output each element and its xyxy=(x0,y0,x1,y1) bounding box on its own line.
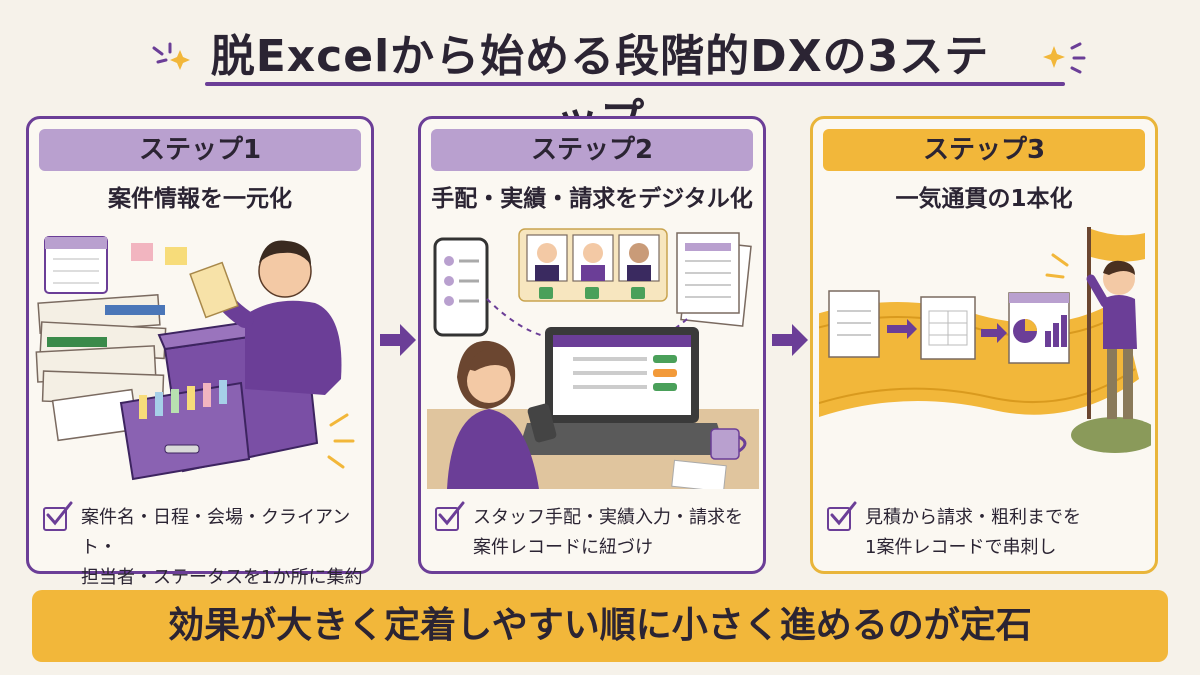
summary-banner: 効果が大きく定着しやすい順に小さく進めるのが定石 xyxy=(32,590,1168,662)
integrated-flow-illustration xyxy=(819,227,1151,453)
step-label: ステップ2 xyxy=(431,129,753,171)
step-checkpoint: 案件名・日程・会場・クライアント・ 担当者・ステータスを1か所に集約 xyxy=(81,507,363,588)
step-label: ステップ3 xyxy=(823,129,1145,171)
step-heading: 案件情報を一元化 xyxy=(108,186,292,212)
step-heading: 一気通貫の1本化 xyxy=(895,186,1073,212)
title-area: 脱Excelから始める段階的DXの3ステップ xyxy=(0,14,1200,146)
sparkle-icon xyxy=(1043,42,1086,74)
checkbox-icon xyxy=(435,501,465,531)
step-label: ステップ1 xyxy=(39,129,361,171)
digital-workflow-illustration xyxy=(427,228,759,489)
filing-cabinet-illustration xyxy=(35,236,355,481)
arrow-right-icon xyxy=(380,324,416,356)
step-checkpoint: 見積から請求・粗利までを 1案件レコードで串刺し xyxy=(865,507,1081,558)
step-card-1: ステップ1 案件情報を一元化 案 xyxy=(26,116,374,588)
title-underline xyxy=(205,82,1065,86)
step-checkpoint: スタッフ手配・実績入力・請求を 案件レコードに紐づけ xyxy=(473,507,743,558)
step-heading: 手配・実績・請求をデジタル化 xyxy=(431,186,753,212)
step-card-2: ステップ2 手配・実績・請求をデジタル化 xyxy=(418,116,766,574)
arrow-right-icon xyxy=(772,324,808,356)
sparkle-icon xyxy=(152,42,190,70)
step-card-3: ステップ3 一気通貫の1本化 見積から請求・粗利までを 1案件レコ xyxy=(810,116,1158,574)
checkbox-icon xyxy=(827,501,857,531)
checkbox-icon xyxy=(43,501,73,531)
